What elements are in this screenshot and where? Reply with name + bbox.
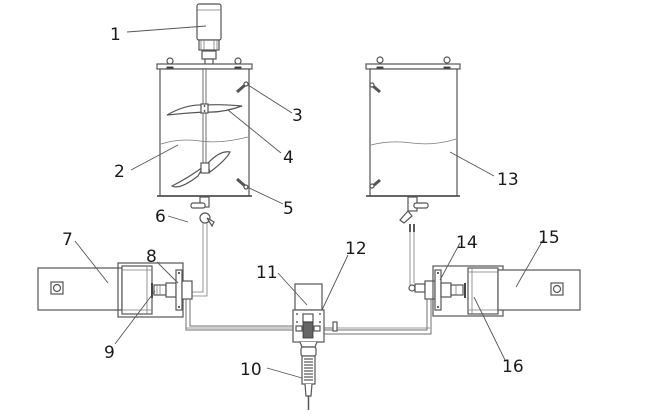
left-supply-pipe: [185, 299, 293, 331]
left-coupling: [151, 282, 177, 298]
label-3: 3: [292, 106, 303, 126]
right-tank-liquid-surface: [370, 138, 457, 146]
left-tank-assembly: [37, 3, 293, 331]
right-outlet-valve: [399, 196, 429, 293]
lower-impeller: [170, 151, 231, 188]
label-4: 4: [283, 148, 294, 168]
label-12: 12: [345, 239, 367, 259]
right-coupling: [440, 282, 466, 298]
label-7: 7: [62, 230, 73, 250]
static-mixer-nozzle: [299, 341, 318, 410]
right-supply-pipe: [322, 299, 432, 335]
right-tank-body: [369, 68, 458, 197]
left-pump-motor: [37, 262, 184, 318]
label-9: 9: [104, 343, 115, 363]
label-13: 13: [497, 170, 519, 190]
left-pump-flange: [175, 269, 193, 311]
upper-level-sensor-right: [369, 82, 381, 94]
label-1: 1: [110, 25, 121, 45]
leader-lines: [74, 25, 544, 379]
label-15: 15: [538, 228, 560, 248]
left-outlet-valve: [190, 196, 215, 297]
left-tank-liquid-surface: [160, 136, 249, 145]
label-14: 14: [456, 233, 478, 253]
right-tank-assembly: [322, 56, 581, 335]
left-tank-body: [159, 68, 250, 197]
label-16: 16: [502, 357, 524, 377]
agitator-motor: [196, 3, 222, 66]
dispensing-valve-block: [292, 309, 338, 343]
label-6: 6: [155, 207, 166, 227]
dispensing-head-actuator: [294, 283, 323, 311]
label-2: 2: [114, 162, 125, 182]
dispensing-head-assembly: [186, 283, 430, 410]
right-pump-motor: [432, 265, 581, 317]
label-8: 8: [146, 247, 157, 267]
label-11: 11: [256, 263, 278, 283]
label-5: 5: [283, 199, 294, 219]
callout-labels: 1 2 3 4 5 6 7 8 9 10 11 12 13 14 15 16: [62, 25, 560, 380]
label-10: 10: [240, 360, 262, 380]
lower-level-sensor-right: [369, 178, 381, 189]
upper-level-sensor-left: [236, 81, 249, 94]
upper-impeller: [166, 103, 243, 116]
